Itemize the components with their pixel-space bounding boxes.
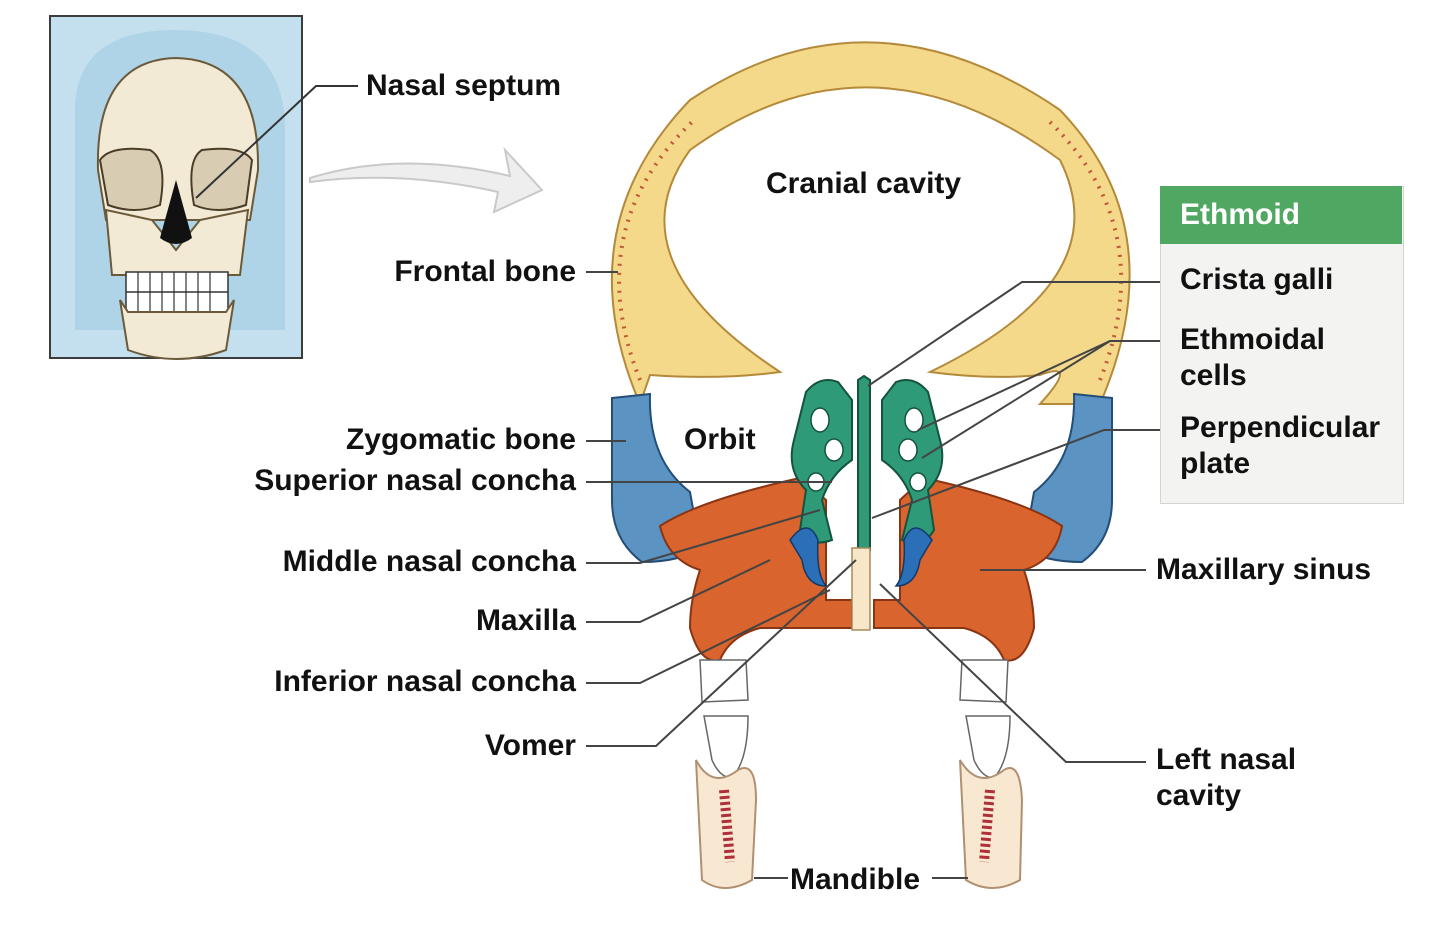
nasal-septum-label: Nasal septum xyxy=(366,69,562,102)
superior-nasal-concha-label: Superior nasal concha xyxy=(254,464,576,497)
mandible-label: Mandible xyxy=(790,863,921,896)
grey-arrow-icon xyxy=(309,146,544,214)
vomer-label: Vomer xyxy=(484,729,576,762)
coronal-section xyxy=(610,41,1131,889)
zygomatic-bone-label: Zygomatic bone xyxy=(345,423,576,456)
middle-nasal-concha-label: Middle nasal concha xyxy=(282,545,576,578)
ethmoidal-cells-label-line2: cells xyxy=(1180,359,1247,392)
perpendicular-plate-label-line1: Perpendicular xyxy=(1180,411,1381,444)
ethmoid-key-header: Ethmoid xyxy=(1160,186,1402,244)
cranial-cavity-label: Cranial cavity xyxy=(766,167,962,200)
left-nasal-cavity-label-line2: cavity xyxy=(1156,779,1242,812)
ethmoidal-cells-label-line1: Ethmoidal xyxy=(1180,323,1326,356)
maxillary-sinus-label: Maxillary sinus xyxy=(1156,553,1372,586)
leader-lines xyxy=(586,271,1168,879)
frontal-bone-label: Frontal bone xyxy=(394,255,576,288)
orbit-label: Orbit xyxy=(684,423,756,456)
crista-galli-label: Crista galli xyxy=(1180,263,1334,296)
skull-thumbnail xyxy=(49,15,358,360)
maxilla-label: Maxilla xyxy=(475,604,576,637)
left-nasal-cavity-label-line1: Left nasal xyxy=(1156,743,1297,776)
inferior-nasal-concha-label: Inferior nasal concha xyxy=(274,665,576,698)
perpendicular-plate-label-line2: plate xyxy=(1180,447,1251,480)
